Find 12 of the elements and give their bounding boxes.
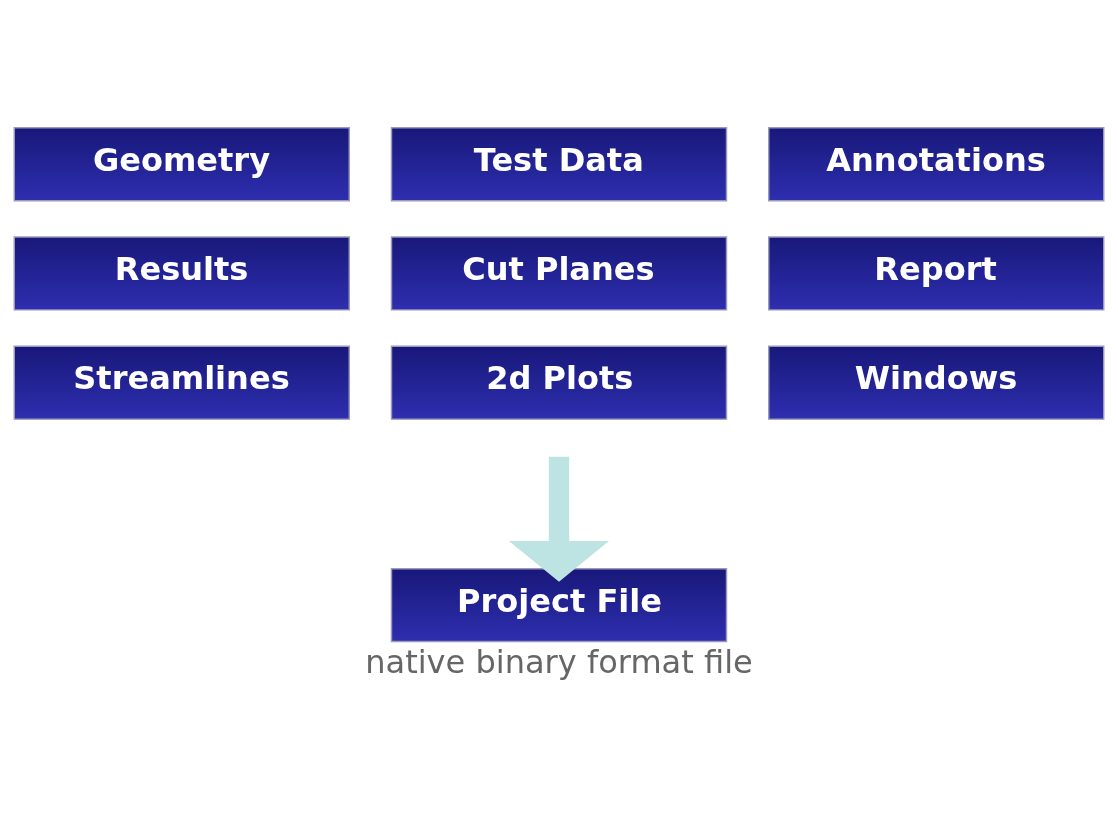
arrow [509, 456, 609, 582]
caption: native binary format file [365, 642, 753, 681]
node-box: Report [768, 235, 1105, 311]
node-box: Results [13, 235, 350, 311]
node-box: Cut Planes [390, 235, 728, 311]
node-box: Windows [768, 345, 1105, 420]
node-box: Streamlines [13, 345, 350, 420]
node-box: Project File [390, 567, 728, 642]
node-box: Annotations [768, 126, 1105, 201]
node-box: Geometry [13, 126, 350, 201]
node-box: 2d Plots [390, 345, 728, 420]
node-box: Test Data [390, 126, 728, 201]
